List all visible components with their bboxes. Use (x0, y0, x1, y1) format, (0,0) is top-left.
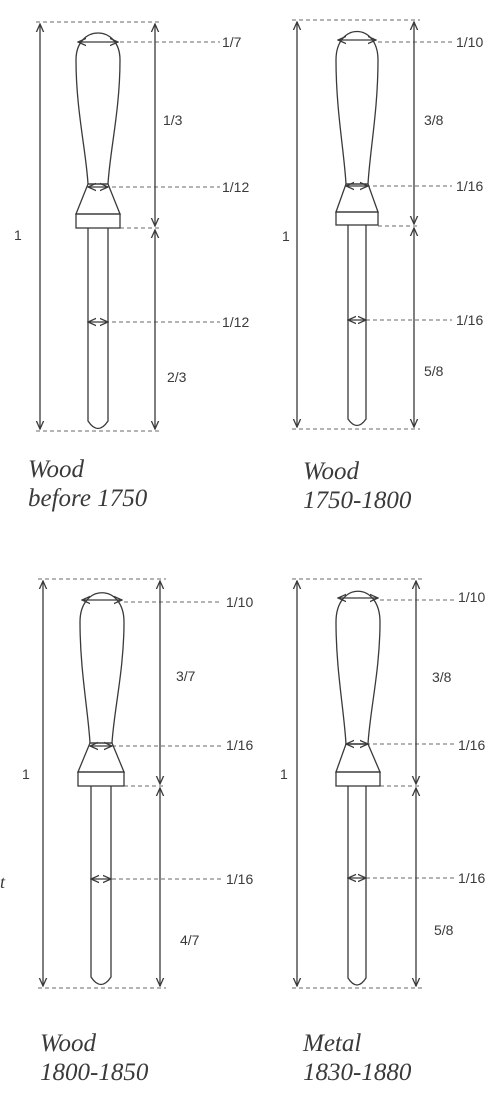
awl-handle (335, 31, 379, 185)
caption-period: 1830-1880 (303, 1059, 412, 1086)
caption-period: 1750-1800 (303, 487, 412, 514)
blade-width-label: 1/12 (222, 314, 249, 330)
dashed-guides (36, 21, 220, 432)
awl-ferrule (75, 183, 121, 215)
handle-ratio-label: 3/8 (424, 112, 444, 128)
awl-handle (79, 592, 125, 744)
top-width-label: 1/10 (226, 594, 253, 610)
caption-material: Metal (303, 1030, 362, 1057)
blade-width-label: 1/16 (226, 871, 253, 887)
caption-period: 1800-1850 (40, 1059, 149, 1086)
caption-panel-2: Wood 1750-1800 (303, 457, 411, 515)
awl-blade (90, 786, 112, 986)
total-label: 1 (280, 766, 288, 782)
awl-handle (75, 32, 121, 185)
awl-ferrule (335, 743, 381, 773)
handle-ratio-label: 1/3 (163, 112, 183, 128)
awl-collar (335, 771, 381, 787)
awl-ferrule (335, 183, 379, 213)
top-width-label: 1/7 (222, 34, 242, 50)
panel-wood-before-1750 (36, 21, 220, 432)
caption-material: Wood (28, 456, 85, 483)
panel-metal-1830-1880 (292, 578, 454, 989)
top-width-label: 1/10 (456, 34, 483, 50)
handle-ratio-label: 3/8 (432, 669, 452, 685)
cropped-text-fragment: t (0, 872, 6, 892)
total-label: 1 (14, 227, 22, 243)
dashed-guides (292, 578, 454, 989)
neck-width-label: 1/16 (458, 737, 485, 753)
awl-collar (335, 211, 379, 226)
awl-collar (77, 771, 125, 787)
neck-width-label: 1/16 (226, 737, 253, 753)
panel-wood-1750-1800 (292, 19, 452, 430)
awl-collar (75, 213, 121, 229)
awl-blade (347, 225, 367, 427)
blade-ratio-label: 5/8 (424, 363, 444, 379)
caption-period: before 1750 (28, 485, 148, 512)
neck-width-label: 1/16 (456, 178, 483, 194)
caption-material: Wood (303, 458, 360, 485)
awl-handle (335, 590, 381, 745)
top-width-label: 1/10 (458, 589, 485, 605)
blade-ratio-label: 4/7 (180, 932, 200, 948)
blade-ratio-label: 2/3 (167, 369, 187, 385)
neck-width-label: 1/12 (222, 179, 249, 195)
caption-panel-3: Wood 1800-1850 (40, 1029, 148, 1087)
handle-ratio-label: 3/7 (176, 668, 196, 684)
awl-ferrule (77, 742, 125, 773)
caption-panel-4: Metal 1830-1880 (303, 1029, 411, 1087)
caption-panel-1: Wood before 1750 (28, 455, 147, 513)
total-label: 1 (22, 766, 30, 782)
blade-width-label: 1/16 (458, 870, 485, 886)
dashed-guides (38, 578, 222, 989)
panel-wood-1800-1850 (38, 578, 222, 989)
awl-blade (87, 228, 109, 430)
awl-blade (347, 786, 367, 986)
total-label: 1 (282, 228, 290, 244)
blade-ratio-label: 5/8 (434, 922, 454, 938)
blade-width-label: 1/16 (456, 312, 483, 328)
caption-material: Wood (40, 1030, 97, 1057)
